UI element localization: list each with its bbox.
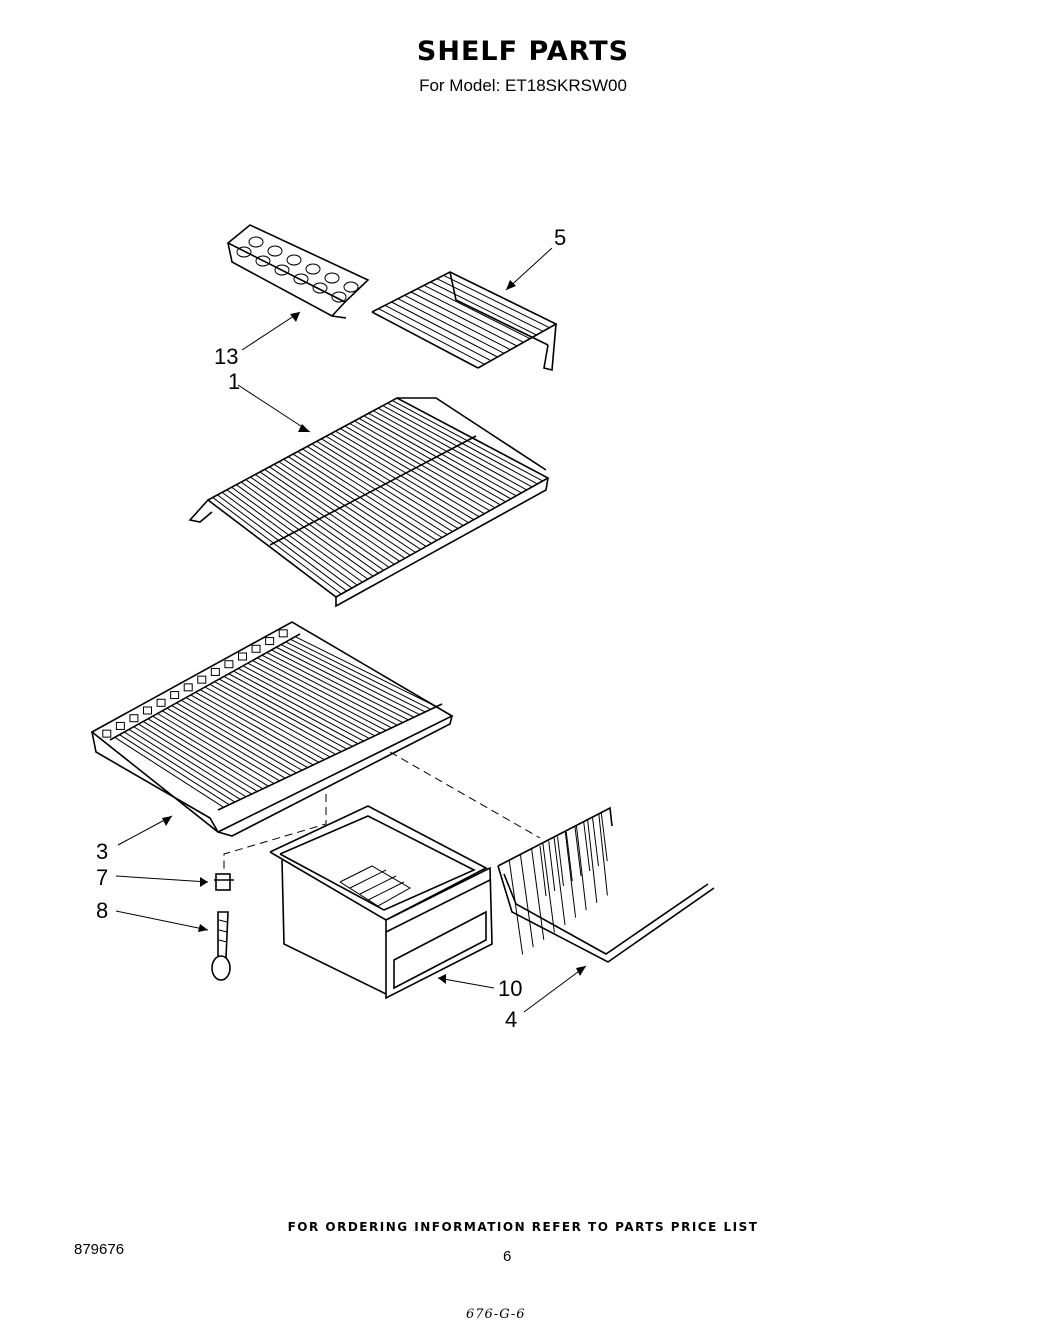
ice-cube-tray (226, 224, 370, 319)
wire-basket (497, 806, 715, 963)
callout-5: 5 (554, 225, 566, 250)
alignment-line-clip (223, 794, 327, 870)
shelf-support-clip (214, 873, 234, 891)
callout-10: 10 (498, 976, 522, 1001)
model-subtitle: For Model: ET18SKRSW00 (419, 76, 627, 95)
callout-1: 1 (228, 369, 240, 394)
crisper-drawer (269, 805, 493, 1000)
crisper-cover-shelf (90, 621, 454, 837)
callout-13: 13 (214, 344, 238, 369)
callout-4: 4 (505, 1007, 517, 1032)
handwritten-note: 676-G-6 (466, 1307, 526, 1322)
page-number: 6 (503, 1248, 512, 1265)
callout-8: 8 (96, 898, 108, 923)
callout-3: 3 (96, 839, 108, 864)
wire-shelf (188, 397, 550, 608)
shelf-support-rod (211, 911, 231, 981)
ordering-note: FOR ORDERING INFORMATION REFER TO PARTS … (287, 1220, 759, 1234)
page-title: SHELF PARTS (416, 36, 630, 67)
callout-7: 7 (96, 865, 108, 890)
document-number: 879676 (74, 1241, 125, 1258)
leader-arrows (115, 247, 587, 1013)
alignment-line-basket (389, 751, 541, 839)
small-wire-shelf (371, 271, 558, 372)
